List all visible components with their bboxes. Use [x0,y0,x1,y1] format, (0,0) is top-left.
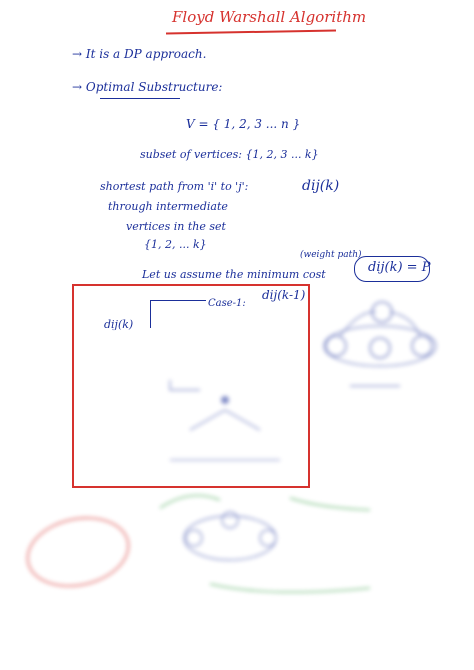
cost-equation-box [354,256,430,282]
shortest-path-line-2: through intermediate [108,200,228,213]
shortest-path-line-1: shortest path from 'i' to 'j': [100,180,249,193]
vertex-set: V = { 1, 2, 3 ... n } [186,117,301,131]
assume-minimum-cost: Let us assume the minimum cost [142,268,326,281]
graph-sketch [323,301,437,387]
tree-sketch [169,380,280,461]
shortest-path-line-4: {1, 2, ... k} [144,238,207,251]
dk-label: dij(k) [104,318,134,331]
optimal-underline [100,98,180,99]
page-title: Floyd Warshall Algorithm [172,8,367,26]
cost-equation: dij(k) = P [368,260,431,275]
weight-path-note: (weight path) [300,250,362,260]
blurred-overlay [78,330,304,478]
case-1-distance: dij(k-1) [262,288,306,302]
optimal-substructure-heading: → Optimal Substructure: [72,80,223,94]
distance-symbol: dij(k) [302,178,340,194]
shortest-path-line-3: vertices in the set [126,220,226,233]
case-arrow-vertical [150,300,151,328]
dp-statement: → It is a DP approach. [72,47,207,61]
case-box [72,284,310,488]
green-sketch [159,494,371,593]
title-underline [165,29,337,35]
case-1-label: Case-1: [208,298,246,309]
red-circled-note [20,507,136,597]
case-arrow-horizontal [150,300,206,301]
subset-of-vertices: subset of vertices: {1, 2, 3 ... k} [140,148,319,161]
